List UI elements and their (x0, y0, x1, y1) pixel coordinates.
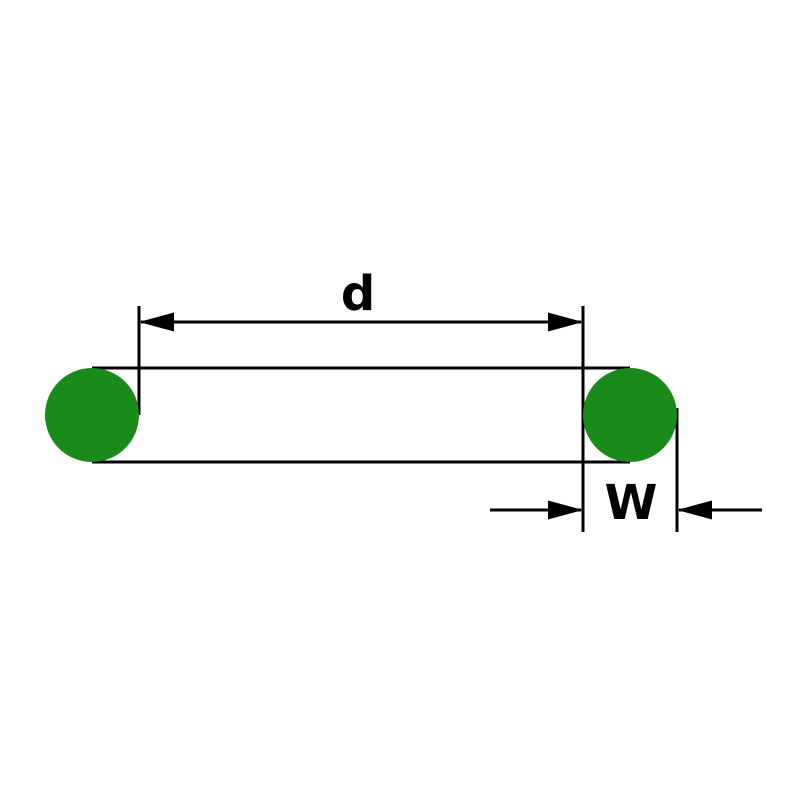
inner-diameter-label: d (341, 266, 375, 322)
d-arrowhead-left (139, 312, 174, 332)
d-arrowhead-right (548, 312, 583, 332)
o-ring-cross-section-left (45, 368, 139, 462)
w-arrowhead-left (548, 500, 583, 520)
w-arrowhead-right (677, 500, 712, 520)
cross-section-width-label: W (605, 475, 658, 531)
o-ring-cross-section-right (583, 368, 677, 462)
